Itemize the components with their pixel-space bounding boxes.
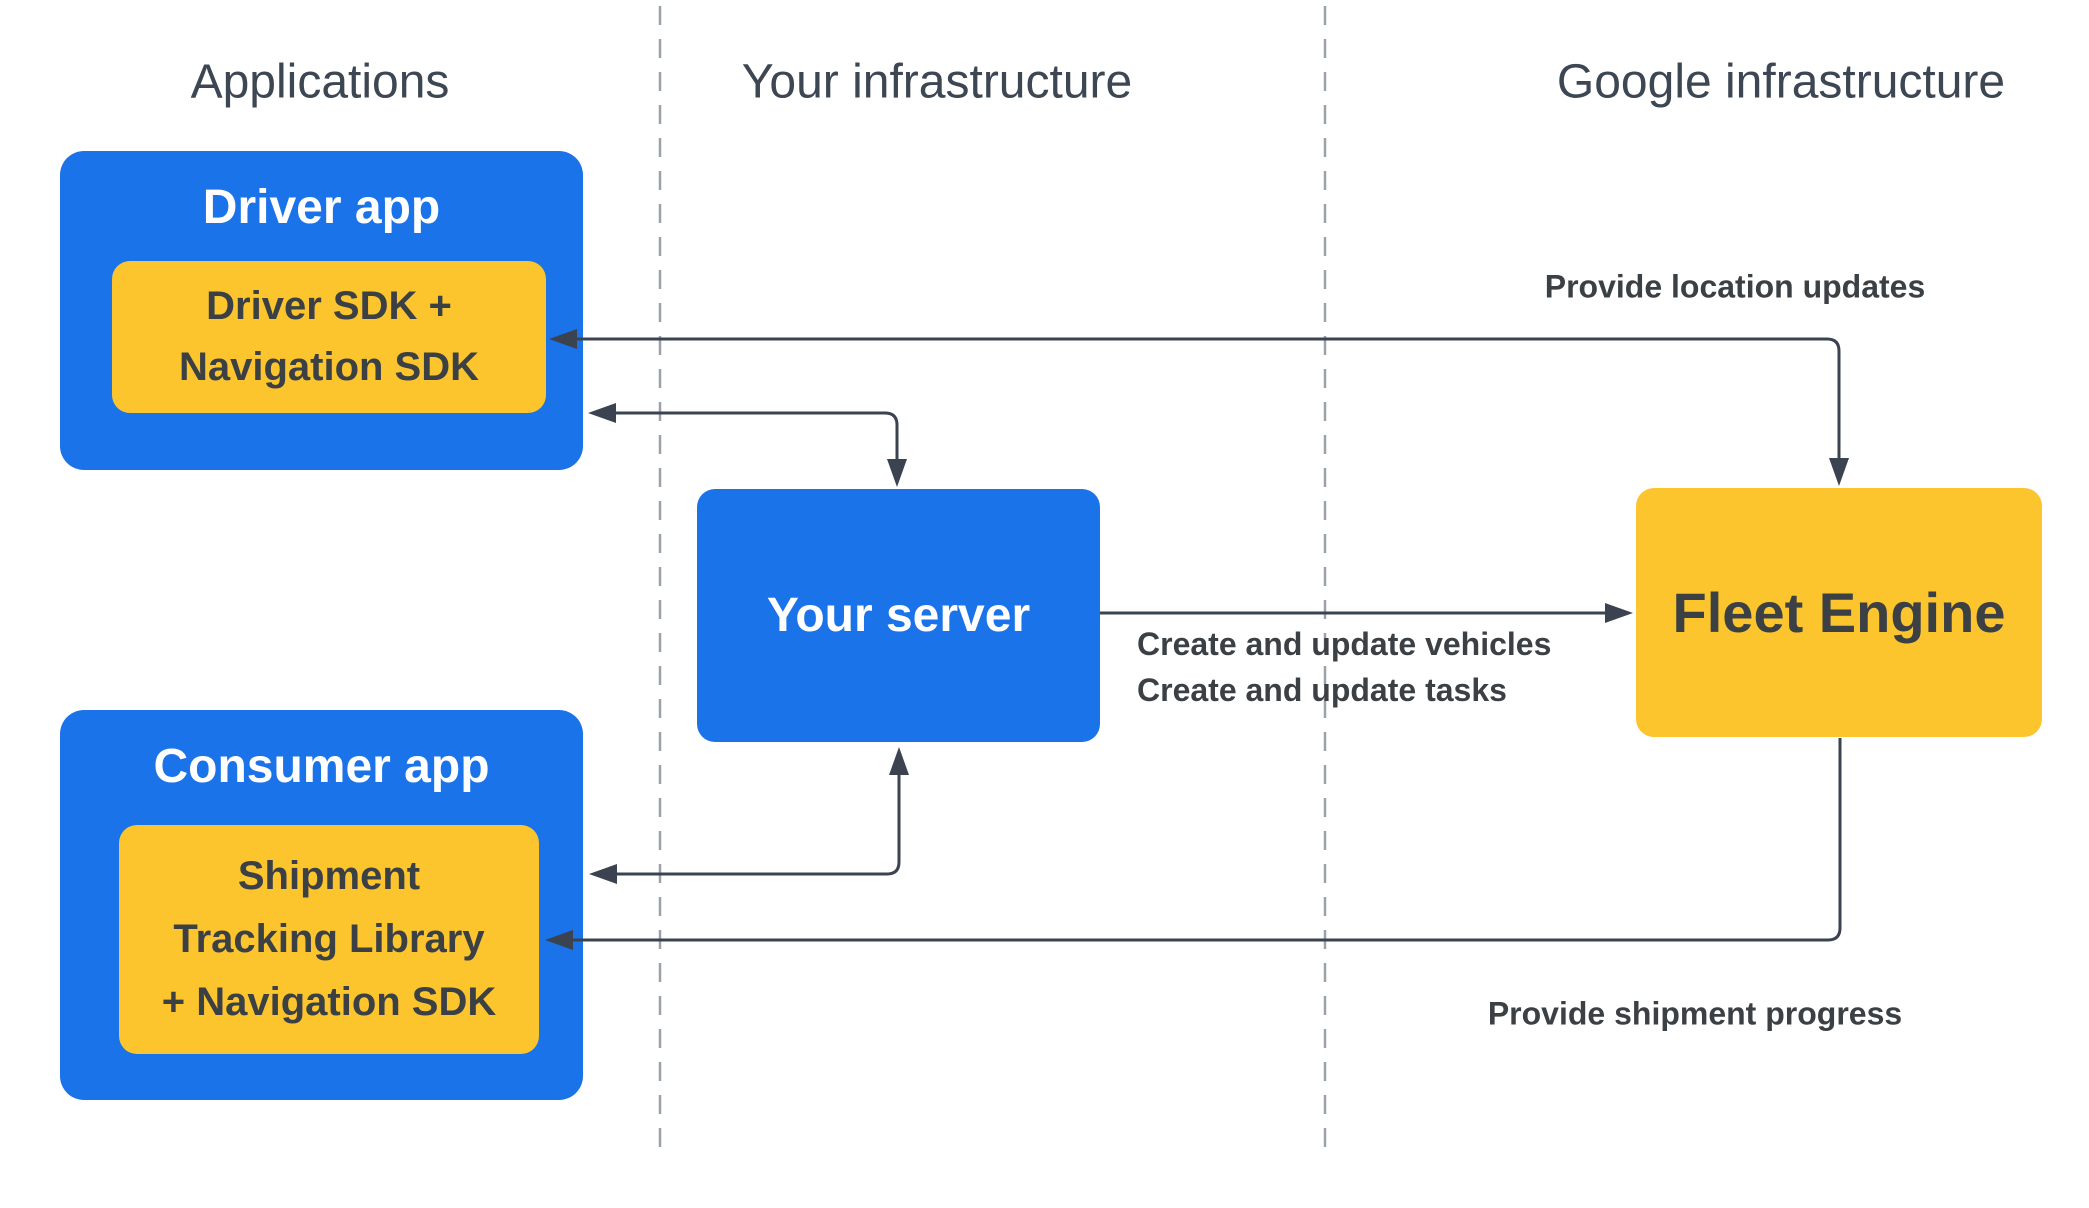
driver-sdk-label-line2: Navigation SDK	[178, 345, 480, 389]
node-driver-app: Driver app Driver SDK + Navigation SDK	[60, 151, 583, 470]
edge-shipment-progress	[545, 738, 1842, 950]
edge-driver-server-line	[611, 411, 899, 463]
node-shipment-tracking-library: Shipment Tracking Library + Navigation S…	[119, 825, 539, 1054]
column-header-your-infrastructure: Your infrastructure	[741, 55, 1133, 109]
edge-shipment-progress-line	[568, 738, 1842, 942]
label-create-tasks: Create and update tasks	[1137, 672, 1507, 708]
driver-app-title: Driver app	[202, 181, 441, 234]
node-your-server: Your server	[697, 489, 1100, 742]
column-header-applications: Applications	[190, 55, 450, 109]
edge-location-updates-line	[572, 337, 1841, 462]
arrowhead-into-fleet-engine-left	[1605, 603, 1633, 623]
your-server-title: Your server	[766, 589, 1031, 642]
label-create-and-update: Create and update vehicles Create and up…	[1137, 621, 1551, 713]
arrowhead-into-your-server-top	[887, 459, 907, 487]
arrowhead-into-consumer-app	[589, 864, 617, 884]
label-provide-shipment-progress: Provide shipment progress	[1487, 995, 1903, 1032]
arrowhead-into-your-server-bottom	[889, 747, 909, 775]
fleet-engine-title: Fleet Engine	[1672, 581, 2006, 644]
edge-your-server-fleet-engine	[1100, 603, 1633, 623]
node-fleet-engine: Fleet Engine	[1636, 488, 2042, 737]
arrowhead-into-fleet-engine-top	[1829, 458, 1849, 486]
shipment-library-label-line1: Shipment	[237, 854, 421, 898]
column-header-google-infrastructure: Google infrastructure	[1556, 55, 2006, 109]
edge-driver-app-your-server	[588, 403, 907, 487]
consumer-app-title: Consumer app	[153, 740, 490, 793]
edge-consumer-server-line	[612, 771, 901, 876]
shipment-library-label-line2: Tracking Library	[173, 917, 485, 961]
driver-sdk-label-line1: Driver SDK +	[206, 284, 452, 328]
edge-location-updates	[549, 329, 1849, 486]
label-create-vehicles: Create and update vehicles	[1137, 626, 1552, 662]
arrowhead-into-driver-app	[588, 403, 616, 423]
edge-consumer-app-your-server	[589, 747, 909, 884]
label-provide-location-updates: Provide location updates	[1544, 268, 1926, 305]
node-consumer-app: Consumer app Shipment Tracking Library +…	[60, 710, 583, 1100]
shipment-library-label-line3: + Navigation SDK	[161, 980, 497, 1024]
node-driver-sdk: Driver SDK + Navigation SDK	[112, 261, 546, 413]
